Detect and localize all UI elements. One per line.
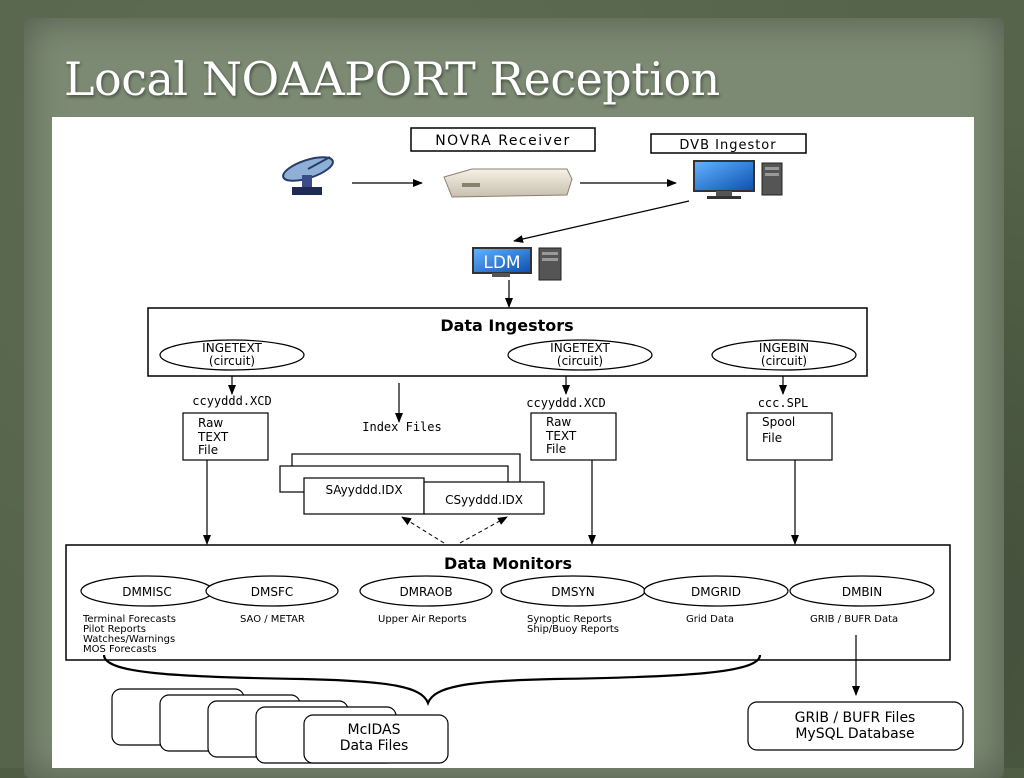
ingetext-1-ellipse [159, 339, 305, 371]
file1-line3: File [198, 443, 218, 457]
dmmisc-name: DMMISC [122, 585, 171, 599]
ingetext-2-ellipse [507, 339, 653, 371]
file1-line1: Raw [198, 416, 223, 430]
grib-line1: GRIB / BUFR Files [795, 710, 916, 726]
dmbin-desc-1: GRIB / BUFR Data [810, 614, 898, 625]
ingebin-ellipse [711, 339, 857, 371]
ingetext-1-name: INGETEXT [202, 341, 262, 355]
dmbin-ellipse [789, 575, 935, 607]
file1-line2: TEXT [197, 430, 229, 444]
slide-title: Local NOAAPORT Reception [64, 52, 720, 106]
monitors-title: Data Monitors [444, 554, 572, 573]
dmsfc-ellipse [205, 575, 339, 607]
index-cs-box [423, 481, 545, 515]
receiver-device-icon [443, 168, 573, 198]
satellite-dish-icon [282, 156, 334, 195]
index-sa-label: SAyyddd.IDX [325, 483, 402, 497]
receiver-label-box [410, 127, 596, 152]
ingestor-label-box [650, 133, 807, 154]
monitors-box [65, 544, 951, 661]
ldm-tower-icon [538, 247, 562, 281]
file2-line1: Raw [546, 415, 571, 429]
dmsfc-name: DMSFC [251, 585, 294, 599]
file2-line2: TEXT [545, 429, 577, 443]
ingebin-sub: (circuit) [761, 354, 807, 368]
ldm-monitor-icon [472, 247, 532, 277]
file3-box [746, 412, 833, 461]
file2-name: ccyyddd.XCD [526, 396, 605, 410]
flow-diagram: NOVRA Receiver DVB Ingestor LDM Data Ing… [65, 127, 964, 764]
ingetext-2-sub: (circuit) [557, 354, 603, 368]
ingetext-1-sub: (circuit) [209, 354, 255, 368]
diagram-canvas: NOVRA Receiver DVB Ingestor LDM Data Ing… [52, 117, 974, 768]
dashed-arrow-to-cs [459, 516, 508, 544]
dashed-arrow-to-sa [401, 516, 445, 544]
computer-monitor-icon [693, 160, 755, 199]
dmsfc-desc-1: SAO / METAR [240, 614, 305, 625]
grib-db-box [747, 701, 964, 751]
arrow-ingestor-to-ldm [513, 200, 690, 243]
dmgrid-ellipse [643, 575, 789, 607]
dmraob-ellipse [359, 575, 493, 607]
ingetext-2-name: INGETEXT [550, 341, 610, 355]
mcidas-line1: McIDAS [348, 722, 401, 738]
dmgrid-desc-1: Grid Data [686, 614, 734, 625]
grib-line2: MySQL Database [795, 726, 914, 742]
dmmisc-desc-2: Pilot Reports [83, 624, 146, 635]
dmsyn-desc-2: Ship/Buoy Reports [527, 624, 619, 635]
ldm-label: LDM [483, 253, 520, 273]
dmmisc-desc-4: MOS Forecasts [83, 644, 157, 655]
dmsyn-name: DMSYN [551, 585, 595, 599]
file2-box [530, 412, 617, 461]
dmmisc-desc-1: Terminal Forecasts [82, 614, 176, 625]
dmbin-name: DMBIN [842, 585, 882, 599]
dmsyn-desc-1: Synoptic Reports [527, 614, 612, 625]
ingestor-label: DVB Ingestor [679, 138, 776, 153]
dmraob-desc-1: Upper Air Reports [378, 614, 467, 625]
computer-tower-icon [761, 162, 783, 196]
mcidas-card-front [303, 714, 449, 764]
ingebin-name: INGEBIN [759, 341, 809, 355]
dmraob-name: DMRAOB [399, 585, 452, 599]
file1-name: ccyyddd.XCD [192, 394, 271, 408]
file2-line3: File [546, 442, 566, 456]
dmmisc-desc-3: Watches/Warnings [83, 634, 175, 645]
mcidas-line2: Data Files [340, 738, 409, 754]
index-cs-label: CSyyddd.IDX [445, 493, 523, 507]
index-label: Index Files [362, 420, 441, 434]
file3-line2: File [762, 431, 782, 445]
mcidas-brace [102, 654, 762, 707]
file3-line1: Spool [762, 415, 795, 429]
receiver-label: NOVRA Receiver [435, 133, 571, 149]
ingestors-title: Data Ingestors [440, 316, 573, 335]
file3-name: ccc.SPL [758, 396, 809, 410]
dmgrid-name: DMGRID [691, 585, 741, 599]
file1-box [182, 412, 269, 461]
